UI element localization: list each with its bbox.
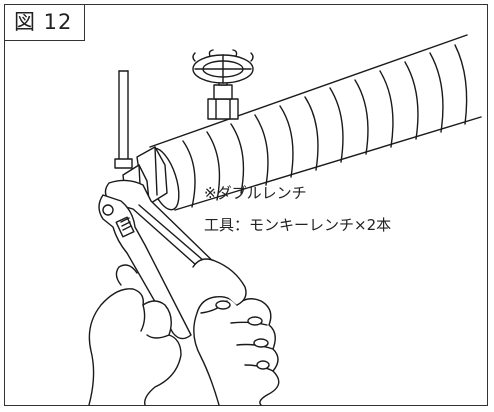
- note-double-wrench: ※ダブルレンチ: [204, 184, 307, 202]
- figure-frame: 図 12 ※ダブルレンチ 工具：モンキーレンチ×2本: [4, 4, 488, 406]
- lower-wrench: [98, 194, 192, 340]
- insulated-pipe: [146, 34, 482, 211]
- valve: [192, 49, 254, 120]
- vertical-pipe: [114, 70, 133, 169]
- figure-number-label: 図 12: [5, 5, 85, 41]
- double-wrench-illustration: [88, 34, 482, 406]
- left-hand: [88, 264, 182, 406]
- note-tools: 工具：モンキーレンチ×2本: [204, 216, 392, 234]
- right-hand: [192, 258, 280, 406]
